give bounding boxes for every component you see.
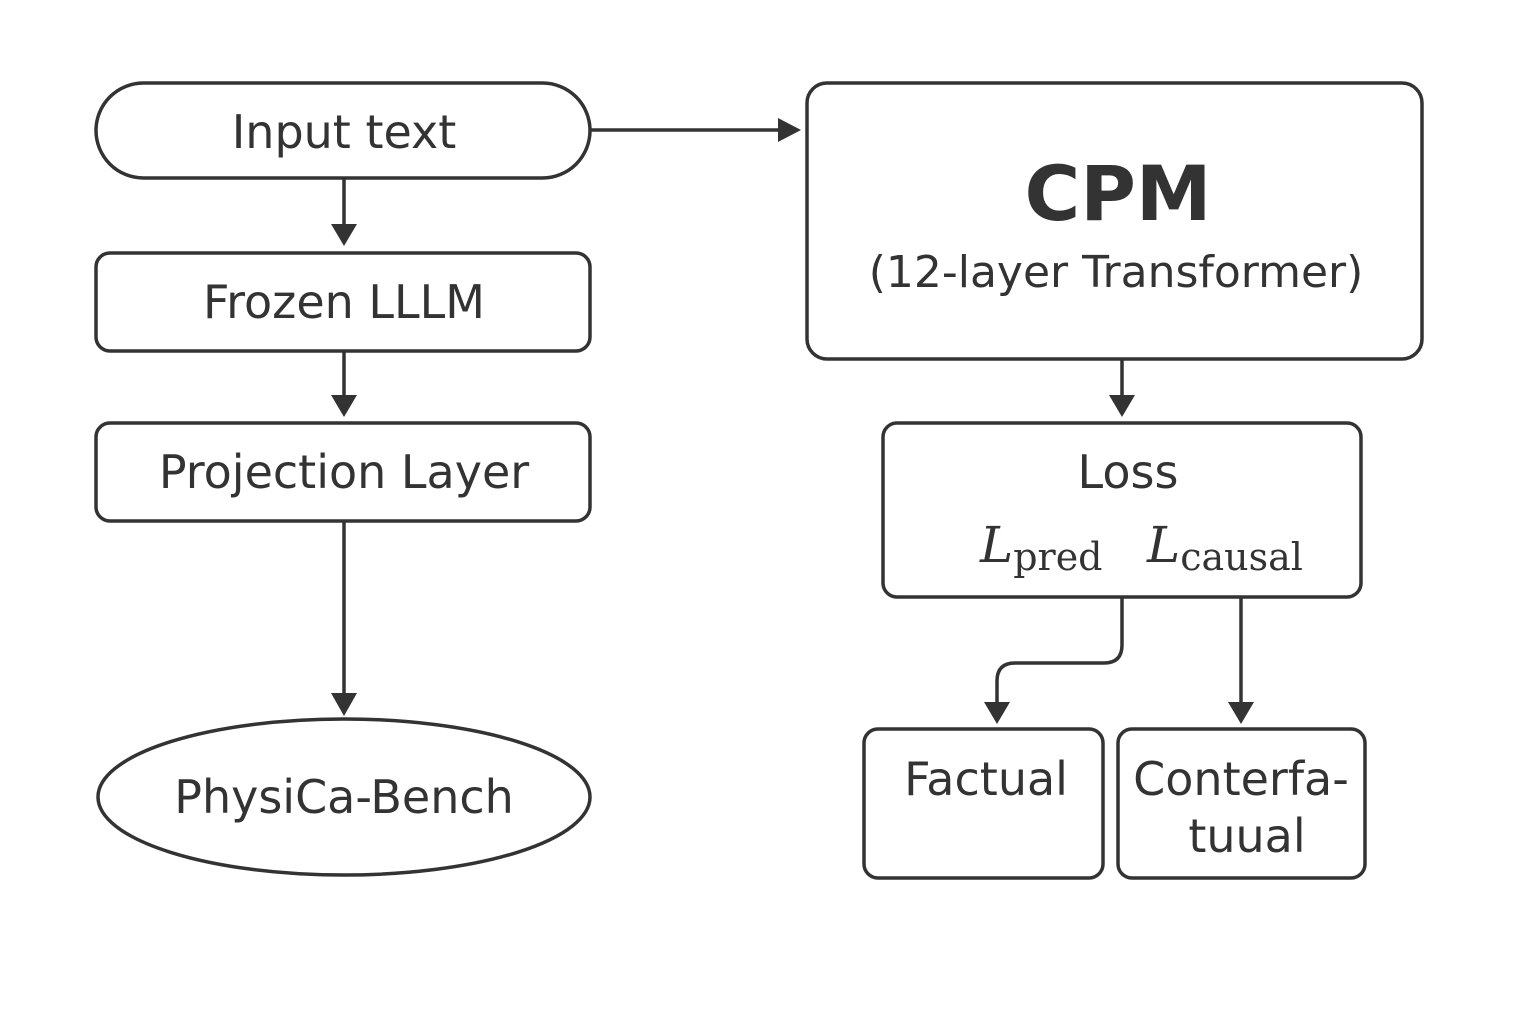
physica-bench-label: PhysiCa-Bench — [174, 770, 514, 824]
arrowhead-counterfactual — [1228, 702, 1254, 724]
edge-loss-to-factual — [995, 597, 1124, 704]
loss-term-pred-subscript: pred — [1013, 535, 1102, 579]
arrowhead-loss — [1109, 395, 1135, 417]
edges — [331, 118, 1254, 724]
loss-term-pred-symbol: L — [979, 516, 1013, 574]
arrowhead-benchmark — [331, 693, 357, 716]
arrowhead-frozen-llm — [331, 224, 357, 246]
loss-term-causal-symbol: L — [1146, 516, 1180, 574]
node-physica-bench: PhysiCa-Bench — [96, 717, 592, 877]
loss-title: Loss — [1078, 445, 1179, 499]
arrowhead-factual — [984, 702, 1010, 724]
loss-term-causal-subscript: causal — [1180, 535, 1303, 579]
loss-term-pred: Lpred — [979, 516, 1103, 579]
cpm-title: CPM — [1024, 149, 1211, 238]
counterfactual-label-line2: tuual — [1188, 809, 1305, 863]
input-text-label: Input text — [232, 105, 457, 159]
counterfactual-label-line1: Conterfa- — [1133, 752, 1349, 806]
node-projection-layer: Projection Layer — [94, 421, 592, 523]
projection-layer-label: Projection Layer — [159, 445, 529, 499]
factual-label: Factual — [904, 752, 1068, 806]
node-loss: Loss Lpred Lcausal — [881, 421, 1363, 599]
node-factual: Factual — [862, 727, 1105, 880]
frozen-llm-label: Frozen LLLM — [203, 275, 485, 329]
node-cpm: CPM (12-layer Transformer) — [805, 81, 1424, 361]
loss-term-causal: Lcausal — [1146, 516, 1303, 579]
cpm-subtitle: (12-layer Transformer) — [869, 247, 1364, 298]
arrowhead-projection — [331, 395, 357, 417]
node-frozen-llm: Frozen LLLM — [94, 251, 592, 353]
arrowhead-cpm — [778, 118, 801, 142]
node-counterfactual: Conterfa- tuual — [1116, 727, 1367, 880]
node-input-text: Input text — [94, 81, 592, 180]
